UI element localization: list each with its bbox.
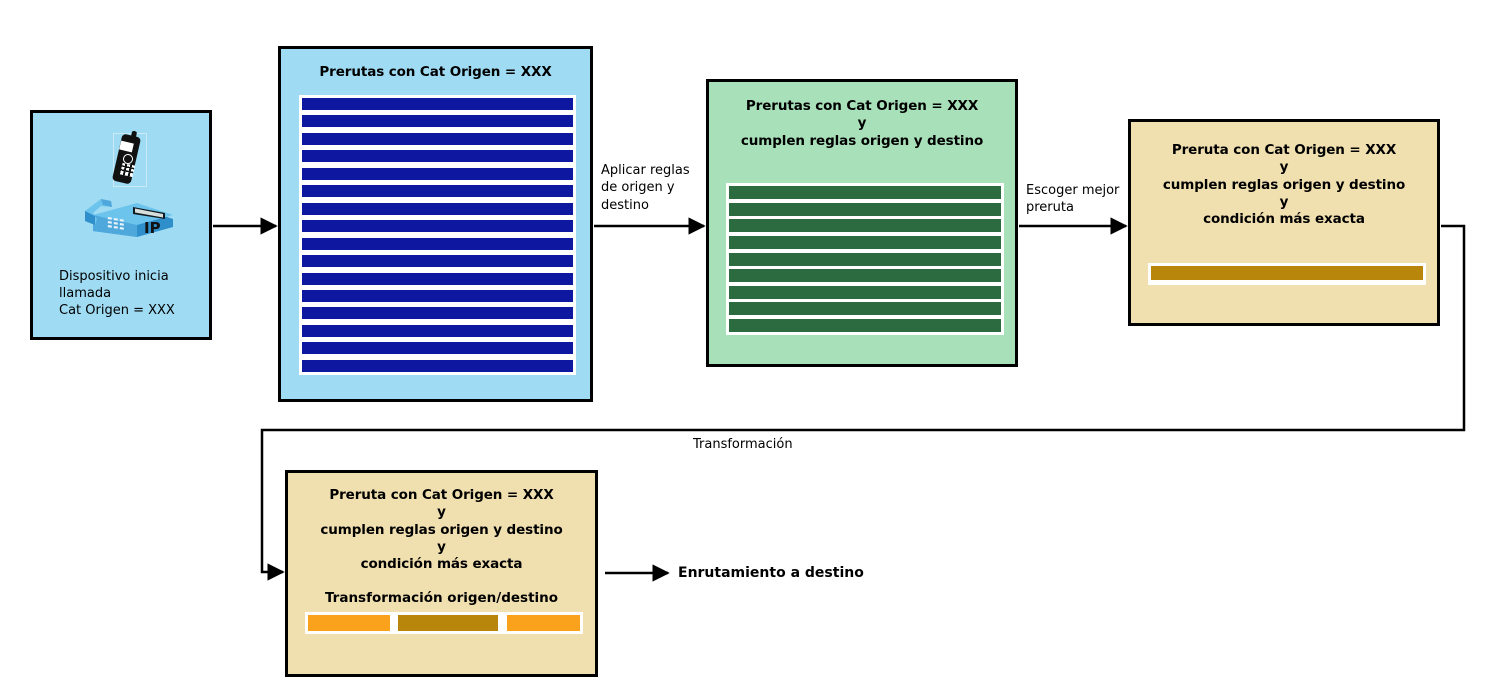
list-item bbox=[302, 132, 573, 145]
edge-label-choose-best: Escoger mejor preruta bbox=[1026, 183, 1120, 216]
node-device[interactable]: IP Dispositivo inicia llamada Cat Origen… bbox=[30, 110, 212, 340]
list-item bbox=[729, 319, 1001, 332]
list-item bbox=[302, 185, 573, 198]
preroutes-rules-bar-list bbox=[726, 183, 1004, 335]
list-item bbox=[302, 150, 573, 163]
transform-segment-list bbox=[305, 612, 583, 634]
list-item bbox=[302, 359, 573, 372]
transform-segment bbox=[308, 615, 390, 631]
list-item bbox=[302, 115, 573, 128]
best-preroute-bar-list bbox=[1148, 263, 1426, 285]
device-icon-group: IP bbox=[33, 113, 209, 253]
list-item bbox=[729, 186, 1001, 199]
list-item bbox=[302, 324, 573, 337]
list-item bbox=[302, 272, 573, 285]
list-item bbox=[302, 98, 573, 110]
edge-label-transformation: Transformación bbox=[693, 437, 793, 452]
list-item bbox=[729, 219, 1001, 233]
list-item bbox=[729, 252, 1001, 266]
node-preroutes-rules[interactable]: Prerutas con Cat Origen = XXX y cumplen … bbox=[706, 79, 1018, 367]
preroutes-all-title: Prerutas con Cat Origen = XXX bbox=[319, 64, 552, 80]
ip-desk-phone-icon: IP bbox=[81, 185, 176, 241]
svg-text:IP: IP bbox=[144, 219, 161, 237]
node-best-preroute[interactable]: Preruta con Cat Origen = XXX y cumplen r… bbox=[1128, 119, 1440, 326]
node-transformed-preroute[interactable]: Preruta con Cat Origen = XXX y cumplen r… bbox=[285, 470, 598, 677]
list-item bbox=[302, 289, 573, 302]
mobile-phone-icon bbox=[105, 130, 151, 189]
list-item bbox=[729, 202, 1001, 216]
list-item bbox=[302, 202, 573, 215]
device-caption: Dispositivo inicia llamada Cat Origen = … bbox=[59, 269, 175, 319]
best-preroute-title: Preruta con Cat Origen = XXX y cumplen r… bbox=[1162, 142, 1406, 228]
node-preroutes-all[interactable]: Prerutas con Cat Origen = XXX bbox=[278, 46, 593, 402]
list-item bbox=[729, 235, 1001, 249]
list-item bbox=[302, 342, 573, 355]
preroutes-rules-title: Prerutas con Cat Origen = XXX y cumplen … bbox=[740, 98, 984, 149]
list-item bbox=[729, 269, 1001, 283]
list-item bbox=[729, 285, 1001, 299]
list-item bbox=[302, 307, 573, 320]
list-item bbox=[1151, 266, 1423, 280]
edge-label-apply-rules: Aplicar reglas de origen y destino bbox=[601, 163, 690, 213]
transformed-title: Preruta con Cat Origen = XXX y cumplen r… bbox=[320, 487, 563, 573]
list-item bbox=[302, 167, 573, 180]
list-item bbox=[302, 237, 573, 250]
edge-label-routing-out: Enrutamiento a destino bbox=[678, 565, 864, 581]
preroutes-all-bar-list bbox=[299, 95, 576, 375]
list-item bbox=[302, 255, 573, 268]
transform-label: Transformación origen/destino bbox=[324, 590, 559, 606]
list-item bbox=[729, 302, 1001, 316]
list-item bbox=[302, 220, 573, 233]
transform-segment bbox=[397, 615, 499, 631]
transform-segment bbox=[506, 615, 580, 631]
